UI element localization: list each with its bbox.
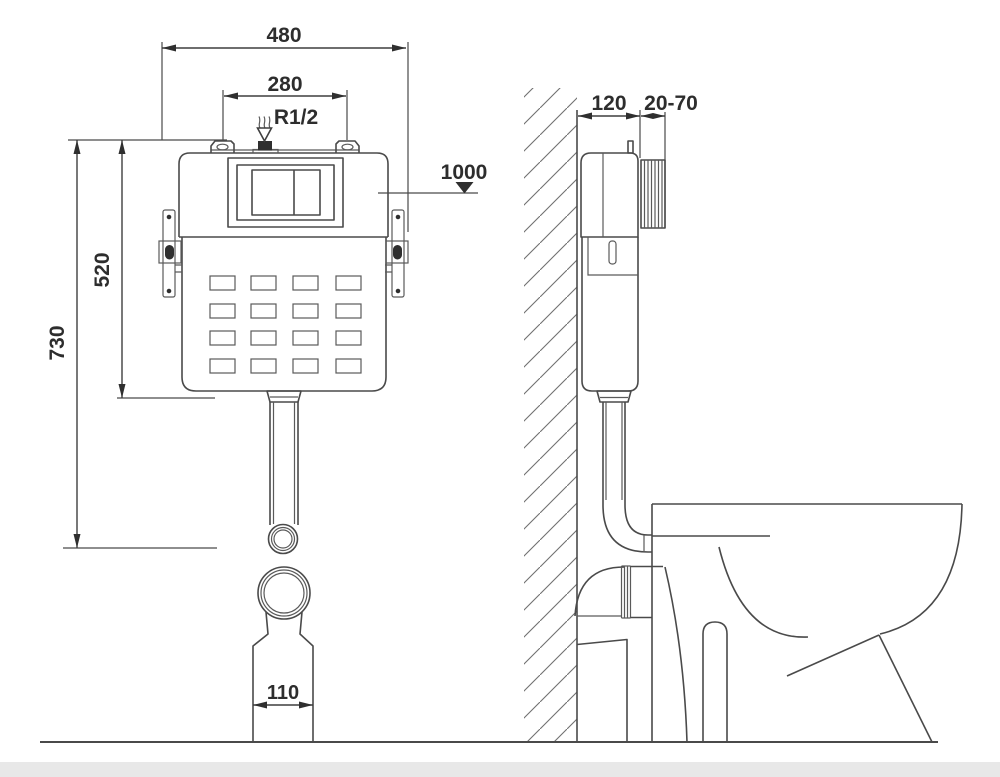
water-inlet: R1/2 (252, 106, 318, 154)
dim-overall-width-value: 480 (266, 24, 301, 47)
access-slot (608, 240, 617, 265)
bracket-arm (175, 264, 182, 273)
dim-inlet-spacing-value: 280 (267, 73, 302, 96)
bracket-screw (395, 214, 401, 220)
dim-drain-width-value: 110 (267, 682, 299, 704)
toilet-trapway (702, 621, 728, 742)
scan-edge-band (0, 762, 1000, 777)
bracket-rail (391, 209, 405, 298)
dim-overall-width: 480 (161, 24, 409, 232)
dim-frame-depth-value: 120 (591, 92, 626, 115)
inlet-fitting (258, 141, 272, 151)
flush-pipe-front (266, 390, 302, 555)
level-mark: 1000 (378, 161, 487, 194)
mounting-tab-left-hole (216, 143, 229, 151)
drain-funnel-left (252, 611, 269, 742)
water-flow-icon (258, 116, 271, 129)
tank-grid (209, 275, 362, 374)
bracket-block (158, 240, 182, 264)
dim-finish-thickness: 20-70 (641, 92, 698, 228)
elbow-socket-rings (620, 565, 632, 619)
drain-elbow-side (574, 565, 663, 742)
dim-overall-height: 730 (46, 140, 217, 549)
flush-pipe-side (596, 390, 652, 553)
mounting-tab-left (210, 140, 235, 153)
elbow-outer-curve (574, 566, 625, 617)
toilet-pedestal-back (878, 634, 933, 743)
level-height-value: 1000 (441, 161, 488, 184)
toilet-pedestal-front (664, 566, 688, 743)
bracket-block (385, 240, 409, 264)
flush-buttons (251, 169, 321, 216)
level-marker-icon (455, 182, 474, 194)
bracket-screw (166, 288, 172, 294)
bracket-slot (393, 245, 402, 260)
tank-upper-outline (178, 152, 389, 237)
bracket-arm (385, 264, 392, 273)
toilet-bowl-bottom (786, 634, 880, 677)
wall-bracket-right (385, 209, 409, 298)
drain-socket-circle (257, 566, 311, 620)
bracket-rail (162, 209, 176, 298)
floor-drain-front (252, 566, 314, 742)
dim-body-height: 520 (68, 139, 227, 399)
dim-overall-height-value: 730 (46, 325, 69, 360)
toilet-bowl-inner-curve (718, 546, 809, 638)
wall-bracket-left (158, 209, 182, 298)
dim-frame-depth: 120 (578, 92, 641, 158)
inlet-arrow-icon (256, 127, 273, 143)
toilet-outer-curve (879, 503, 963, 635)
access-shaft (587, 237, 638, 276)
front-view: R1/2 (46, 24, 487, 742)
dim-body-height-value: 520 (91, 252, 114, 287)
flush-plate-outer-frame (227, 157, 344, 228)
pipe-outlet-circle (267, 523, 299, 555)
wall-finish-stripes (643, 160, 663, 228)
flush-plate (227, 157, 344, 228)
dim-finish-thickness-value: 20-70 (644, 92, 698, 115)
bracket-screw (166, 214, 172, 220)
bracket-slot (165, 245, 174, 260)
side-view: 120 20-70 (524, 88, 963, 743)
toilet-bowl-side (651, 503, 963, 743)
mounting-tab-right (335, 140, 360, 153)
pipe-collar-side (596, 390, 632, 403)
wall-hatching (524, 88, 577, 742)
mounting-tab-right-hole (341, 143, 354, 151)
floor-drain-side (576, 638, 628, 742)
dim-inlet-spacing: 280 (222, 73, 348, 140)
inlet-thread-label: R1/2 (274, 106, 318, 129)
dim-drain-width: 110 (253, 682, 313, 709)
tank-top-pin (627, 140, 634, 154)
drain-funnel-right (299, 611, 314, 742)
flush-plate-inner-frame (236, 164, 335, 221)
bracket-screw (395, 288, 401, 294)
